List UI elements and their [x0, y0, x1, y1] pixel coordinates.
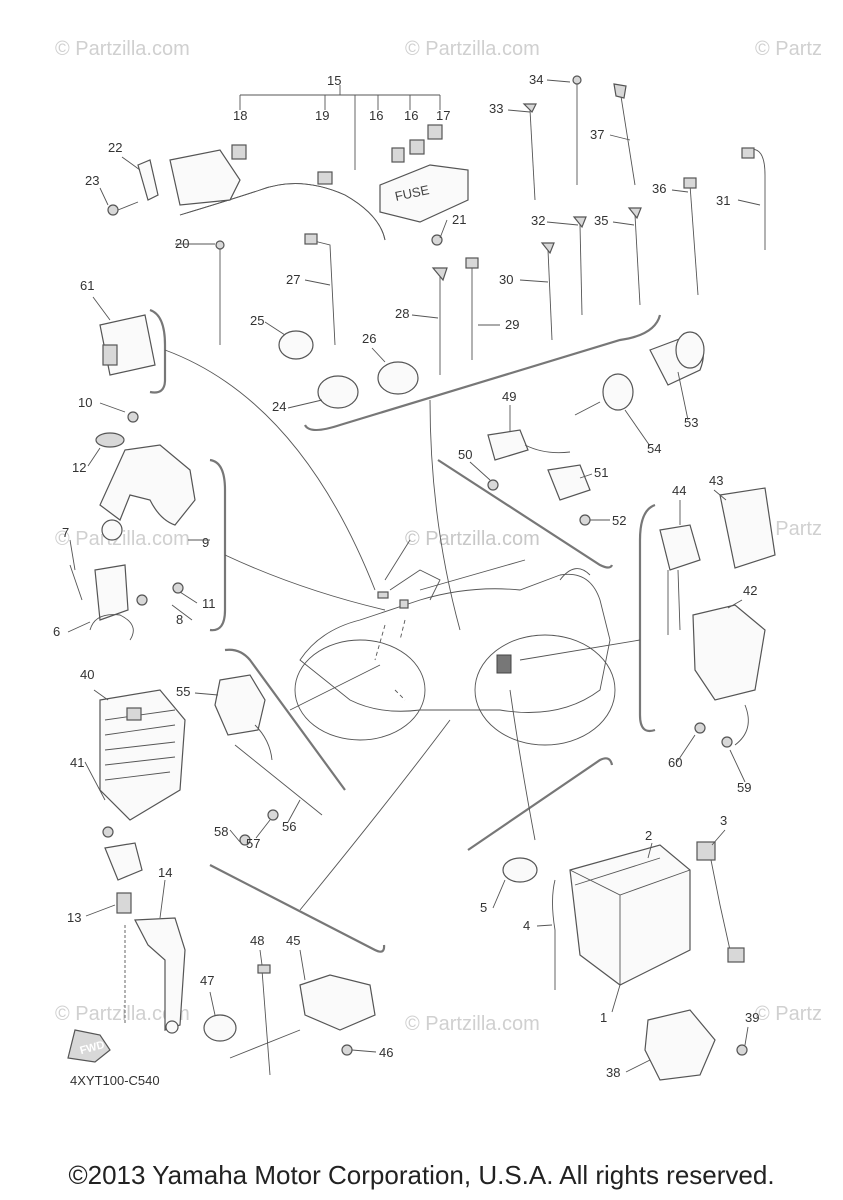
watermark: © Partzilla.com — [55, 528, 190, 550]
callout-20: 20 — [175, 236, 189, 251]
watermark: © Partzilla.com — [405, 528, 540, 550]
group-brackets — [149, 308, 662, 953]
callout-33: 33 — [489, 101, 503, 116]
callout-15: 15 — [327, 73, 341, 88]
callout-3: 3 — [720, 813, 727, 828]
relay-group-right — [659, 487, 776, 748]
callout-26: 26 — [362, 331, 376, 346]
callout-16: 16 — [404, 108, 418, 123]
callout-53: 53 — [684, 415, 698, 430]
callout-34: 34 — [529, 72, 543, 87]
callout-35: 35 — [594, 213, 608, 228]
callout-21: 21 — [452, 212, 466, 227]
callout-47: 47 — [200, 973, 214, 988]
callout-56: 56 — [282, 819, 296, 834]
watermark: © Partzilla.com — [405, 1013, 540, 1035]
callout-10: 10 — [78, 395, 92, 410]
fuse-label: FUSE — [393, 182, 430, 204]
brake-switch-assembly: FWD — [67, 842, 186, 1063]
callout-43: 43 — [709, 473, 723, 488]
callout-6: 6 — [53, 624, 60, 639]
callout-44: 44 — [672, 483, 686, 498]
leader-lines — [164, 349, 641, 911]
callout-9: 9 — [202, 535, 209, 550]
callout-57: 57 — [246, 836, 260, 851]
switch-49-51 — [487, 429, 591, 526]
cable-bands — [215, 75, 766, 409]
watermark: © Partz — [755, 38, 822, 60]
watermark: © Partzilla.com — [55, 1003, 190, 1025]
callout-52: 52 — [612, 513, 626, 528]
callout-25: 25 — [250, 313, 264, 328]
watermarks: © Partzilla.com © Partzilla.com © Partz … — [55, 38, 822, 1035]
watermark: © Partzilla.com — [55, 38, 190, 60]
callout-50: 50 — [458, 447, 472, 462]
callout-36: 36 — [652, 181, 666, 196]
callout-55: 55 — [176, 684, 190, 699]
ignition-switch-assembly — [69, 411, 196, 641]
callout-7: 7 — [62, 525, 69, 540]
callout-5: 5 — [480, 900, 487, 915]
callout-39: 39 — [745, 1010, 759, 1025]
callout-41: 41 — [70, 755, 84, 770]
callout-37: 37 — [590, 127, 604, 142]
callout-22: 22 — [108, 140, 122, 155]
callout-51: 51 — [594, 465, 608, 480]
diagram-code: 4XYT100-C540 — [70, 1073, 160, 1088]
watermark: © Partzilla.com — [405, 38, 540, 60]
callout-31: 31 — [716, 193, 730, 208]
callout-58: 58 — [214, 824, 228, 839]
relay-61 — [99, 314, 156, 376]
callout-49: 49 — [502, 389, 516, 404]
callout-leaders — [67, 79, 761, 1073]
callout-42: 42 — [743, 583, 757, 598]
callout-40: 40 — [80, 667, 94, 682]
callout-24: 24 — [272, 399, 286, 414]
callout-2: 2 — [645, 828, 652, 843]
callout-12: 12 — [72, 460, 86, 475]
callout-30: 30 — [499, 272, 513, 287]
callout-13: 13 — [67, 910, 81, 925]
callout-29: 29 — [505, 317, 519, 332]
callout-17: 17 — [436, 108, 450, 123]
callout-14: 14 — [158, 865, 172, 880]
callout-numbers: 1 2 3 4 5 6 7 8 9 10 11 12 13 14 15 16 1… — [53, 72, 759, 1080]
watermark: © Partz — [755, 1003, 822, 1025]
sensor-55 — [214, 674, 323, 846]
callout-19: 19 — [315, 108, 329, 123]
callout-16: 16 — [369, 108, 383, 123]
callout-1: 1 — [600, 1010, 607, 1025]
callout-23: 23 — [85, 173, 99, 188]
accessory-socket — [574, 331, 705, 416]
sidestand-switch-assembly — [203, 964, 376, 1076]
motorcycle-silhouette — [294, 568, 616, 746]
callout-32: 32 — [531, 213, 545, 228]
callout-46: 46 — [379, 1045, 393, 1060]
callout-8: 8 — [176, 612, 183, 627]
callout-59: 59 — [737, 780, 751, 795]
callout-18: 18 — [233, 108, 247, 123]
callout-54: 54 — [647, 441, 661, 456]
callout-4: 4 — [523, 918, 530, 933]
callout-38: 38 — [606, 1065, 620, 1080]
battery-assembly — [502, 841, 748, 1081]
callout-45: 45 — [286, 933, 300, 948]
fuse-box-assembly: FUSE — [107, 85, 469, 246]
callout-27: 27 — [286, 272, 300, 287]
callout-11: 11 — [202, 596, 216, 611]
callout-48: 48 — [250, 933, 264, 948]
rectifier-regulator — [99, 689, 186, 838]
callout-28: 28 — [395, 306, 409, 321]
copyright-notice: ©2013 Yamaha Motor Corporation, U.S.A. A… — [68, 1160, 775, 1190]
callout-61: 61 — [80, 278, 94, 293]
